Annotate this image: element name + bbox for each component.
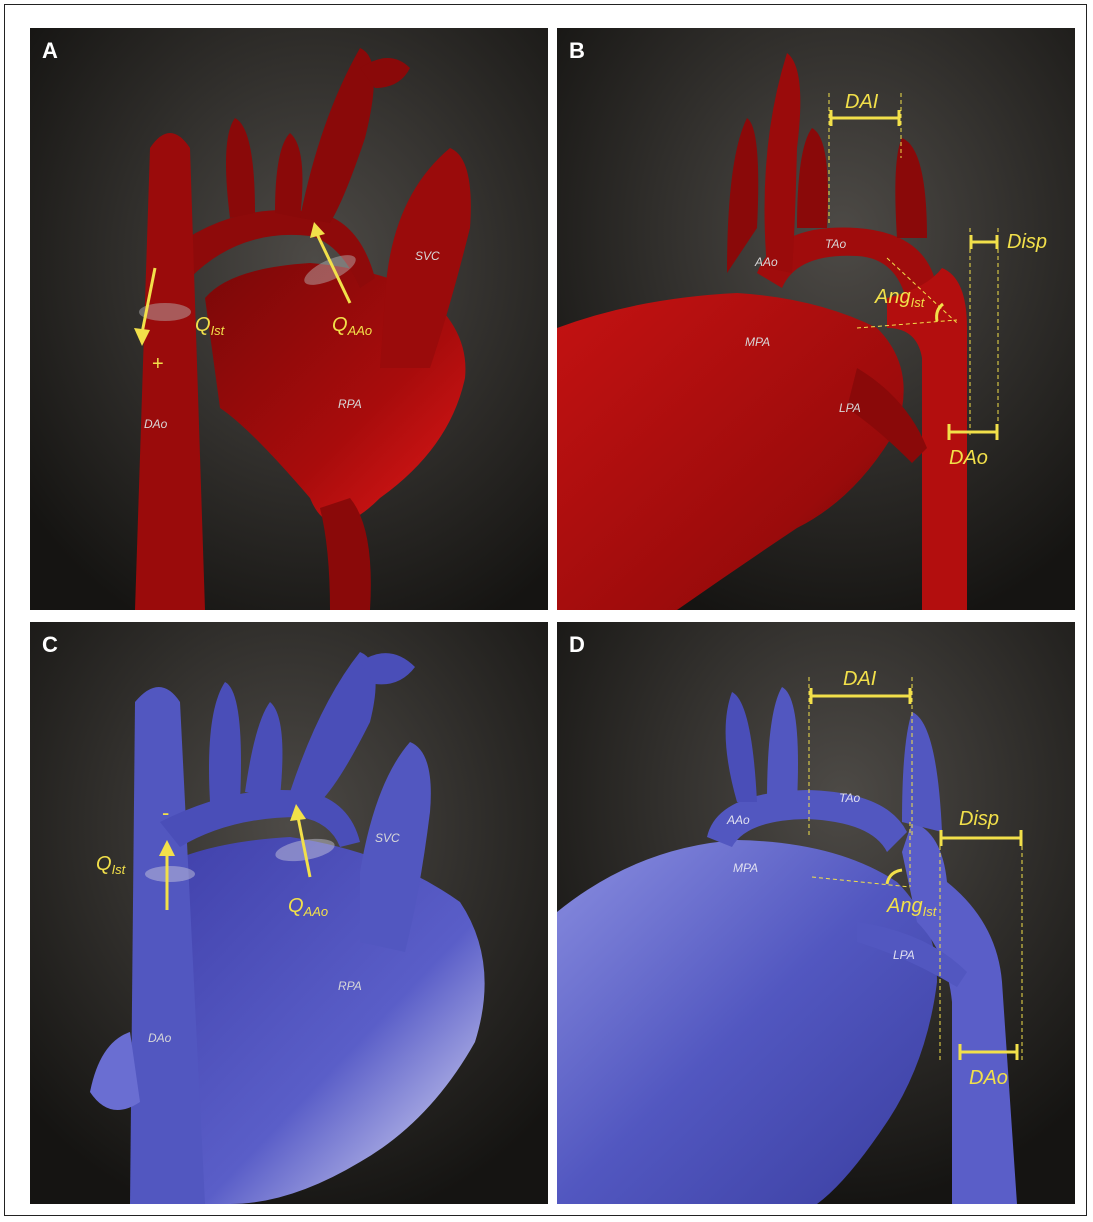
panel-c: - QIst QAAo SVC RPA DAo C: [30, 622, 548, 1204]
flow-plane-ist-c: [145, 866, 195, 882]
dao-measure-label-d: DAo: [969, 1067, 1008, 1089]
disp-label-b: Disp: [1007, 231, 1047, 253]
lpa-label-d: LPA: [893, 948, 915, 962]
panel-letter-c: C: [42, 632, 58, 658]
tao-label-d: TAo: [839, 791, 860, 805]
dai-label-d: DAI: [843, 668, 877, 690]
mpa-label-d: MPA: [733, 861, 758, 875]
panel-a: + QIst QAAo SVC RPA DAo A: [30, 28, 548, 610]
tao-label-b: TAo: [825, 237, 846, 251]
panel-letter-a: A: [42, 38, 58, 64]
panel-a-render: + QIst QAAo SVC RPA DAo: [30, 28, 548, 610]
panel-letter-d: D: [569, 632, 585, 658]
rpa-label-c: RPA: [338, 979, 362, 993]
mpa-label-b: MPA: [745, 335, 770, 349]
rpa-label-a: RPA: [338, 397, 362, 411]
dai-label-b: DAI: [845, 91, 879, 113]
dao-label-c: DAo: [148, 1031, 172, 1045]
plus-sign-a: +: [152, 353, 164, 375]
svc-label-c: SVC: [375, 831, 400, 845]
minus-sign-c: -: [162, 800, 169, 825]
dao-label-a: DAo: [144, 417, 168, 431]
svc-label-a: SVC: [415, 249, 440, 263]
aao-label-d: AAo: [726, 813, 750, 827]
lpa-label-b: LPA: [839, 401, 861, 415]
panel-c-render: - QIst QAAo SVC RPA DAo: [30, 622, 548, 1204]
aao-label-b: AAo: [754, 255, 778, 269]
panel-b: DAI Disp AngIst DAo AAo TAo MPA LPA B: [557, 28, 1075, 610]
dao-measure-label-b: DAo: [949, 447, 988, 469]
disp-label-d: Disp: [959, 808, 999, 830]
panel-d-render: DAI Disp AngIst DAo AAo TAo MPA LPA: [557, 622, 1075, 1204]
panel-b-render: DAI Disp AngIst DAo AAo TAo MPA LPA: [557, 28, 1075, 610]
panel-letter-b: B: [569, 38, 585, 64]
panel-d: DAI Disp AngIst DAo AAo TAo MPA LPA D: [557, 622, 1075, 1204]
